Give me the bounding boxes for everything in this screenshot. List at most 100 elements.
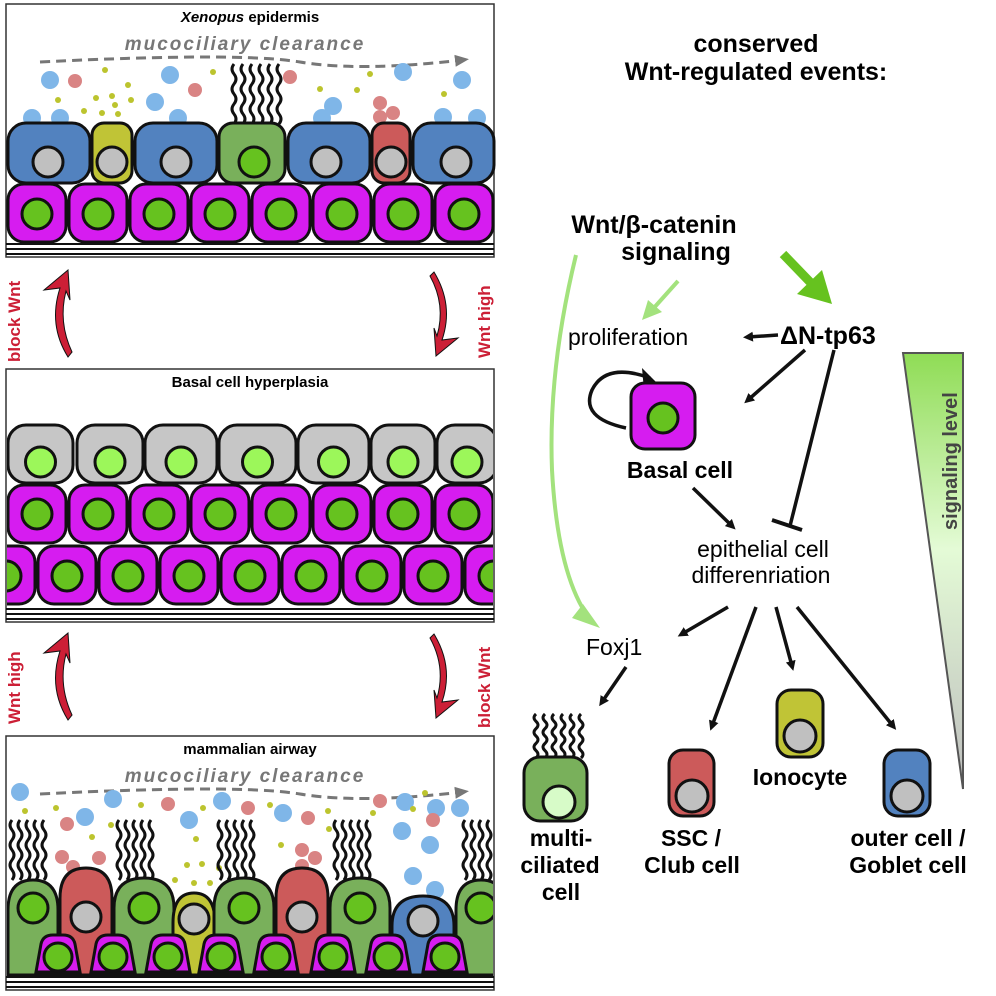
nucleus xyxy=(172,559,206,593)
cilium xyxy=(485,819,493,881)
cilium xyxy=(356,819,364,881)
nucleus xyxy=(285,900,319,934)
multiciliated-cell xyxy=(217,121,287,185)
basal-cell xyxy=(433,182,495,244)
nucleus xyxy=(7,559,23,593)
cilium xyxy=(224,819,232,881)
suprabasal-cell xyxy=(435,423,493,485)
nucleus xyxy=(233,559,267,593)
basal-cell xyxy=(421,933,469,974)
mucus-particle xyxy=(317,86,323,92)
basal-cell xyxy=(364,933,412,974)
red-curved-arrow-up xyxy=(42,268,73,358)
goblet-label-line-1: outer cell / xyxy=(850,825,966,851)
mucus-particle xyxy=(241,801,255,815)
nucleus xyxy=(386,197,420,231)
basal-cell xyxy=(7,483,68,545)
differentiation-line-1: epithelial cell xyxy=(697,536,829,562)
basal-cell-icon xyxy=(629,381,697,451)
mucus-particle xyxy=(115,111,121,117)
mucus-particle xyxy=(193,836,199,842)
mucus-particle xyxy=(68,74,82,88)
cilium xyxy=(230,63,238,125)
multiciliated-cell xyxy=(454,878,493,977)
basal-cell xyxy=(219,544,281,606)
cilium xyxy=(216,819,224,881)
mcc-label-line-3: cell xyxy=(542,879,580,905)
mucus-particle xyxy=(199,861,205,867)
basal-cell xyxy=(463,544,493,606)
right-diagram: conserved Wnt-regulated events: Wnt/β-ca… xyxy=(520,30,966,905)
proliferation-label: proliferation xyxy=(568,324,688,350)
cilium xyxy=(275,63,283,125)
cilium xyxy=(332,819,340,881)
mucus-particle xyxy=(427,799,445,817)
basal-cell xyxy=(433,483,493,545)
mucus-particle xyxy=(55,97,61,103)
mucus-particle xyxy=(60,817,74,831)
mucus-particle xyxy=(22,808,28,814)
clearance-flow-arrow xyxy=(39,54,469,69)
mucus-particle xyxy=(191,880,197,886)
nucleus xyxy=(264,497,298,531)
label-wnt-high: Wnt high xyxy=(5,651,24,724)
mucus-particle xyxy=(93,95,99,101)
nucleus xyxy=(406,904,440,938)
cilium xyxy=(550,712,558,760)
foxj1-to-mcc-arrow xyxy=(599,666,628,707)
nucleus xyxy=(477,559,493,593)
mucus-particle xyxy=(109,93,115,99)
cilium xyxy=(32,819,40,881)
basal-cell xyxy=(158,544,220,606)
panel-title-xenopus: Xenopus epidermis xyxy=(180,9,319,26)
goblet-cell xyxy=(286,121,372,185)
cilium xyxy=(532,712,540,760)
cilium xyxy=(248,819,256,881)
basal-cell xyxy=(7,544,37,606)
mcc-label-line-1: multi- xyxy=(530,825,593,851)
nucleus xyxy=(205,941,237,973)
mucus-particle xyxy=(404,867,422,885)
suprabasal-cell xyxy=(217,423,298,485)
nucleus xyxy=(355,559,389,593)
nucleus xyxy=(309,145,343,179)
nucleus xyxy=(264,197,298,231)
basal-cell xyxy=(128,182,190,244)
transition-lower-left: Wnt high xyxy=(5,631,73,724)
heading-line-1: conserved xyxy=(693,30,818,58)
basal-cell xyxy=(311,483,373,545)
mucociliary-clearance-label-top: mucociliary clearance xyxy=(125,34,366,55)
ssc-club-cell-icon xyxy=(667,748,716,818)
cilium xyxy=(40,819,48,881)
nucleus xyxy=(227,891,261,925)
mucus-particle xyxy=(81,108,87,114)
basal-cell xyxy=(36,544,98,606)
nucleus xyxy=(439,145,473,179)
nucleus xyxy=(260,941,292,973)
ionocyte-icon xyxy=(775,688,825,759)
nucleus xyxy=(127,891,161,925)
nucleus xyxy=(159,145,193,179)
arrowhead-strong-green xyxy=(797,270,832,304)
differentiation-line-2: differenriation xyxy=(692,562,831,588)
cilium xyxy=(461,819,469,881)
goblet-cell xyxy=(411,121,496,185)
mucus-particle xyxy=(396,793,414,811)
nucleus xyxy=(20,497,54,531)
cilium xyxy=(239,63,247,125)
ssc-cell xyxy=(370,121,412,185)
cilium xyxy=(541,712,549,760)
wnt-signaling-line-2: signaling xyxy=(621,238,731,266)
label-block-wnt: block Wnt xyxy=(5,280,24,362)
goblet-cell-icon xyxy=(882,748,932,818)
mucus-particle xyxy=(92,851,106,865)
basement-membrane xyxy=(6,976,494,988)
nucleus xyxy=(97,941,129,973)
basal-cell xyxy=(280,544,342,606)
nucleus xyxy=(69,900,103,934)
nucleus xyxy=(95,145,129,179)
label-block-wnt: block Wnt xyxy=(475,646,494,728)
nucleus xyxy=(294,559,328,593)
airway-cells xyxy=(7,819,493,977)
cilium xyxy=(147,819,155,881)
